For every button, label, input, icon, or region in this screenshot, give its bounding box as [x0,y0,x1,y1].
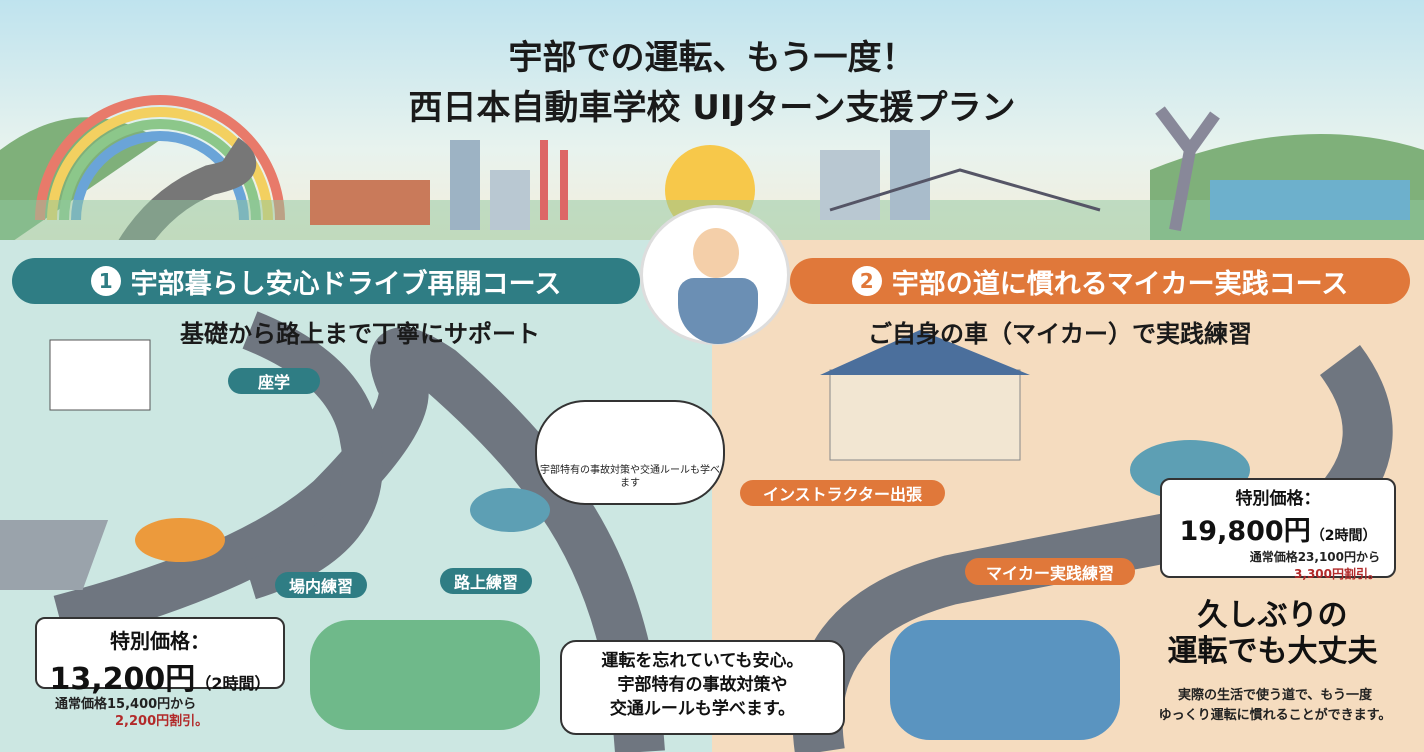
course2-title: 宇部の道に慣れるマイカー実践コース [891,268,1349,300]
price-heading: 特別価格： [1235,489,1321,509]
practice-course-area [0,520,109,590]
price-amount: 19,800円 [1179,516,1311,547]
headline-line: 久しぶりの [1197,598,1348,633]
label-mycar-practice: マイカー実践練習 [965,558,1135,585]
course2-price-tag: 特別価格： 19,800円（2時間） 通常価格23,100円から 3,300円割… [1160,478,1396,581]
blue-mycar [890,620,1120,740]
orange-car [135,518,225,562]
regular-price: 通常価格23,100円から [1249,550,1380,564]
blue-car [470,488,550,532]
description-line: ゆっくり運転に慣れることができます。 [1158,707,1392,723]
title-line-1: 宇部での運転、もう一度！ [508,38,916,78]
course2-number: 2 [851,266,882,296]
price-duration: （2時間） [195,674,271,693]
course1-header: 1 宇部暮らし安心ドライブ再開コース [12,258,640,304]
regular-price: 通常価格15,400円から [55,697,197,712]
label-course-practice: 場内練習 [275,572,367,598]
reassurance-description: 実際の生活で使う道で、もう一度 ゆっくり運転に慣れることができます。 [1130,686,1420,725]
price-duration: （2時間） [1310,528,1377,544]
thought-bubble: 宇部特有の事故対策や交通ルールも学べます [535,400,725,505]
price-amount: 13,200円 [49,662,196,697]
house [829,369,1021,461]
whiteboard [49,339,151,411]
description-line: 実際の生活で使う道で、もう一度 [1177,688,1373,703]
course1-price-tag: 特別価格： 13,200円（2時間） [35,617,285,697]
course1-title: 宇部暮らし安心ドライブ再開コース [130,268,562,300]
course2-header: 2 宇部の道に慣れるマイカー実践コース [790,258,1410,304]
thought-bubble-text: 宇部特有の事故対策や交通ルールも学べます [540,465,720,489]
course1-number: 1 [90,266,121,296]
label-classroom: 座学 [228,368,320,394]
road-illustration [0,311,1393,752]
speech-line: 交通ルールも学べます。 [609,698,796,719]
headline-line: 運転でも大丈夫 [1167,634,1378,669]
discount: 3,300円割引。 [1294,567,1380,581]
reassurance-headline: 久しぶりの 運転でも大丈夫 [1140,598,1405,670]
course2-subtitle: ご自身の車（マイカー）で実践練習 [868,320,1252,348]
green-car [310,620,540,730]
speech-bubble: 運転を忘れていても安心。 宇部特有の事故対策や 交通ルールも学べます。 [560,640,845,735]
price-heading: 特別価格： [110,629,210,653]
discount: 2,200円割引。 [115,714,209,729]
course1-subtitle: 基礎から路上まで丁寧にサポート [180,320,540,348]
label-instructor-dispatch: インストラクター出張 [740,480,945,506]
instructor-avatar [640,205,790,345]
speech-line: 宇部特有の事故対策や [617,674,788,695]
title-line-2: 西日本自動車学校 UIJターン支援プラン [408,88,1016,128]
label-road-practice: 路上練習 [440,568,532,594]
speech-line: 運転を忘れていても安心。 [601,651,804,671]
